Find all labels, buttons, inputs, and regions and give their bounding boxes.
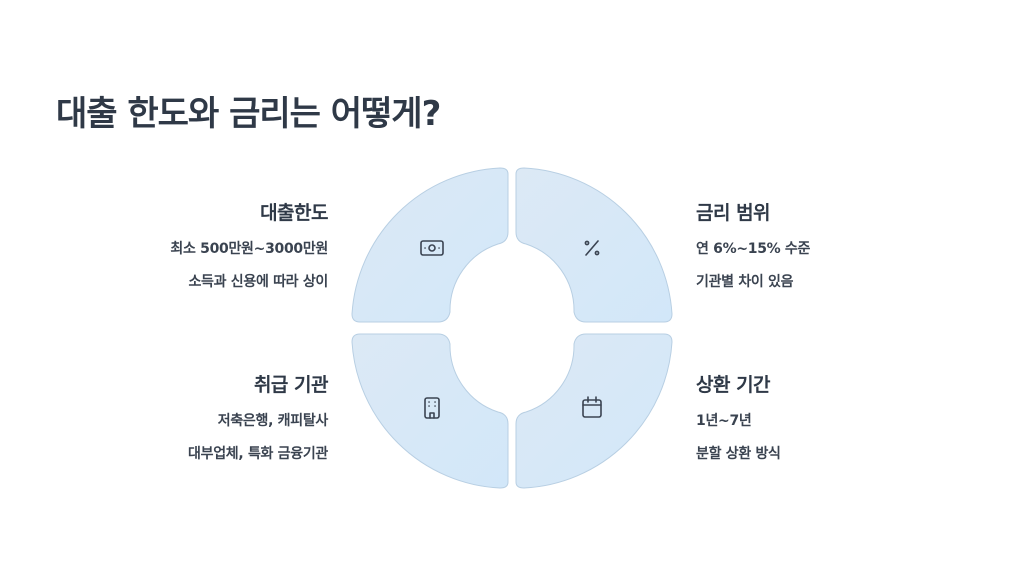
term-heading: 상환 기간 <box>696 374 771 396</box>
quadrant-bottom-left <box>351 333 509 489</box>
limit-heading: 대출한도 <box>260 202 328 224</box>
quadrant-top-right <box>515 167 673 323</box>
interest-line-1: 연 6%~15% 수준 <box>696 241 811 257</box>
term-block: 상환 기간 1년~7년 분할 상환 방식 <box>696 370 936 477</box>
institutions-line-2: 대부업체, 특화 금융기관 <box>188 446 328 462</box>
institutions-line-1: 저축은행, 캐피탈사 <box>217 413 329 429</box>
building-icon <box>424 397 440 419</box>
term-line-2: 분할 상환 방식 <box>696 446 781 462</box>
limit-line-1: 최소 500만원~3000만원 <box>170 241 328 257</box>
term-line-1: 1년~7년 <box>696 413 752 429</box>
money-bill-icon <box>420 240 444 256</box>
interest-heading: 금리 범위 <box>696 202 771 224</box>
interest-line-2: 기관별 차이 있음 <box>696 274 794 290</box>
interest-block: 금리 범위 연 6%~15% 수준 기관별 차이 있음 <box>696 198 936 305</box>
limit-block: 대출한도 최소 500만원~3000만원 소득과 신용에 따라 상이 <box>88 198 328 305</box>
limit-line-2: 소득과 신용에 따라 상이 <box>188 274 328 290</box>
percent-icon <box>584 240 600 256</box>
quadrant-bottom-right <box>515 333 673 489</box>
institutions-block: 취급 기관 저축은행, 캐피탈사 대부업체, 특화 금융기관 <box>88 370 328 477</box>
institutions-heading: 취급 기관 <box>253 374 329 396</box>
calendar-icon <box>582 396 602 418</box>
page-title: 대출 한도와 금리는 어떻게? <box>56 94 441 134</box>
quadrant-top-left <box>351 167 509 323</box>
